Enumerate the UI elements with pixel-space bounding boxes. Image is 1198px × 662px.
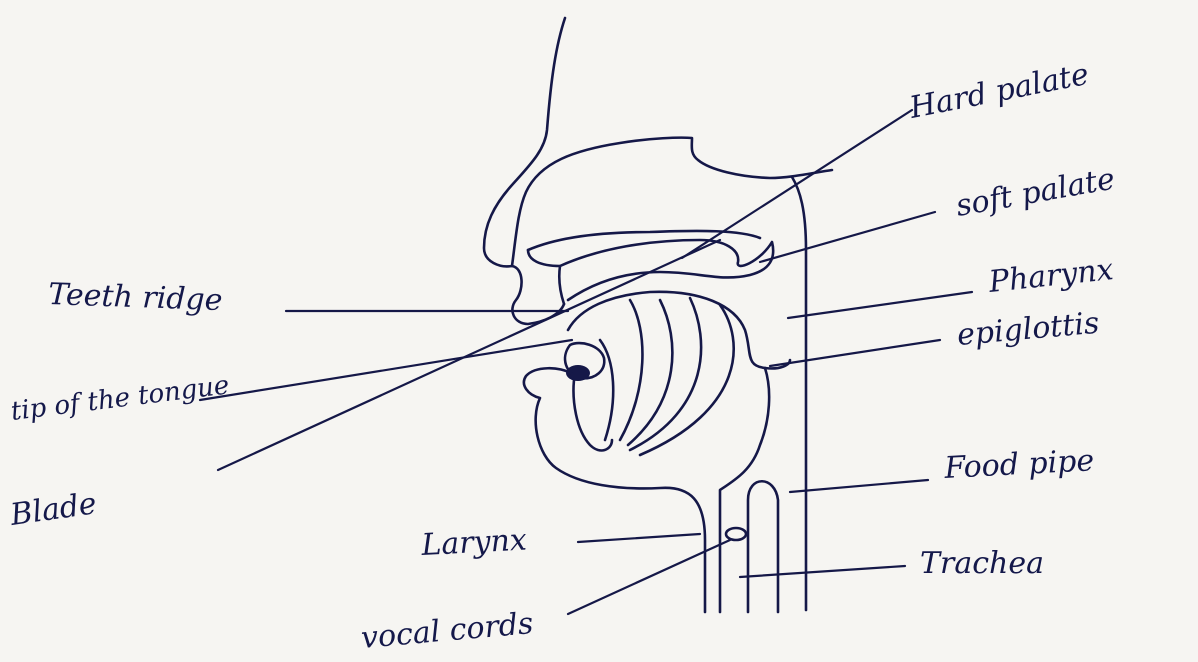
leader-food-pipe [790, 480, 928, 492]
leader-epiglottis [770, 340, 940, 366]
label-hard-palate: Hard palate [906, 57, 1092, 126]
nasal-cavity [512, 138, 832, 266]
tongue-curve-5 [640, 305, 734, 455]
leader-trachea [740, 566, 905, 577]
label-tip-of-the-tongue: tip of the tongue [9, 370, 231, 427]
leader-soft-palate [760, 212, 935, 262]
face-profile [484, 18, 565, 324]
leader-larynx [578, 534, 700, 542]
label-pharynx: Pharynx [986, 252, 1115, 300]
head-outline [484, 18, 832, 612]
trachea-tube [748, 481, 778, 612]
leader-tip-of-tongue [200, 340, 572, 400]
leader-blade [218, 240, 720, 470]
leader-hard-palate [682, 110, 912, 258]
label-larynx: Larynx [420, 523, 528, 564]
lower-lip-chin [524, 368, 705, 612]
label-vocal-cords: vocal cords [360, 606, 535, 656]
upper-teeth [528, 250, 564, 304]
label-food-pipe: Food pipe [943, 443, 1095, 486]
label-trachea: Trachea [920, 546, 1044, 581]
labels: Hard palate soft palate Pharynx epiglott… [7, 57, 1117, 656]
tongue-curve-2 [620, 300, 642, 440]
pharynx-back-wall [792, 177, 806, 610]
leader-lines [200, 110, 972, 614]
label-epiglottis: epiglottis [956, 306, 1101, 353]
palate-roof [528, 231, 760, 250]
vocal-cords-shape [726, 528, 746, 540]
leader-pharynx [788, 292, 972, 318]
tongue-curve-3 [628, 300, 672, 445]
label-blade: Blade [7, 486, 99, 533]
tongue-outline [568, 292, 790, 369]
label-teeth-ridge: Teeth ridge [48, 277, 223, 318]
label-soft-palate: soft palate [953, 162, 1117, 224]
